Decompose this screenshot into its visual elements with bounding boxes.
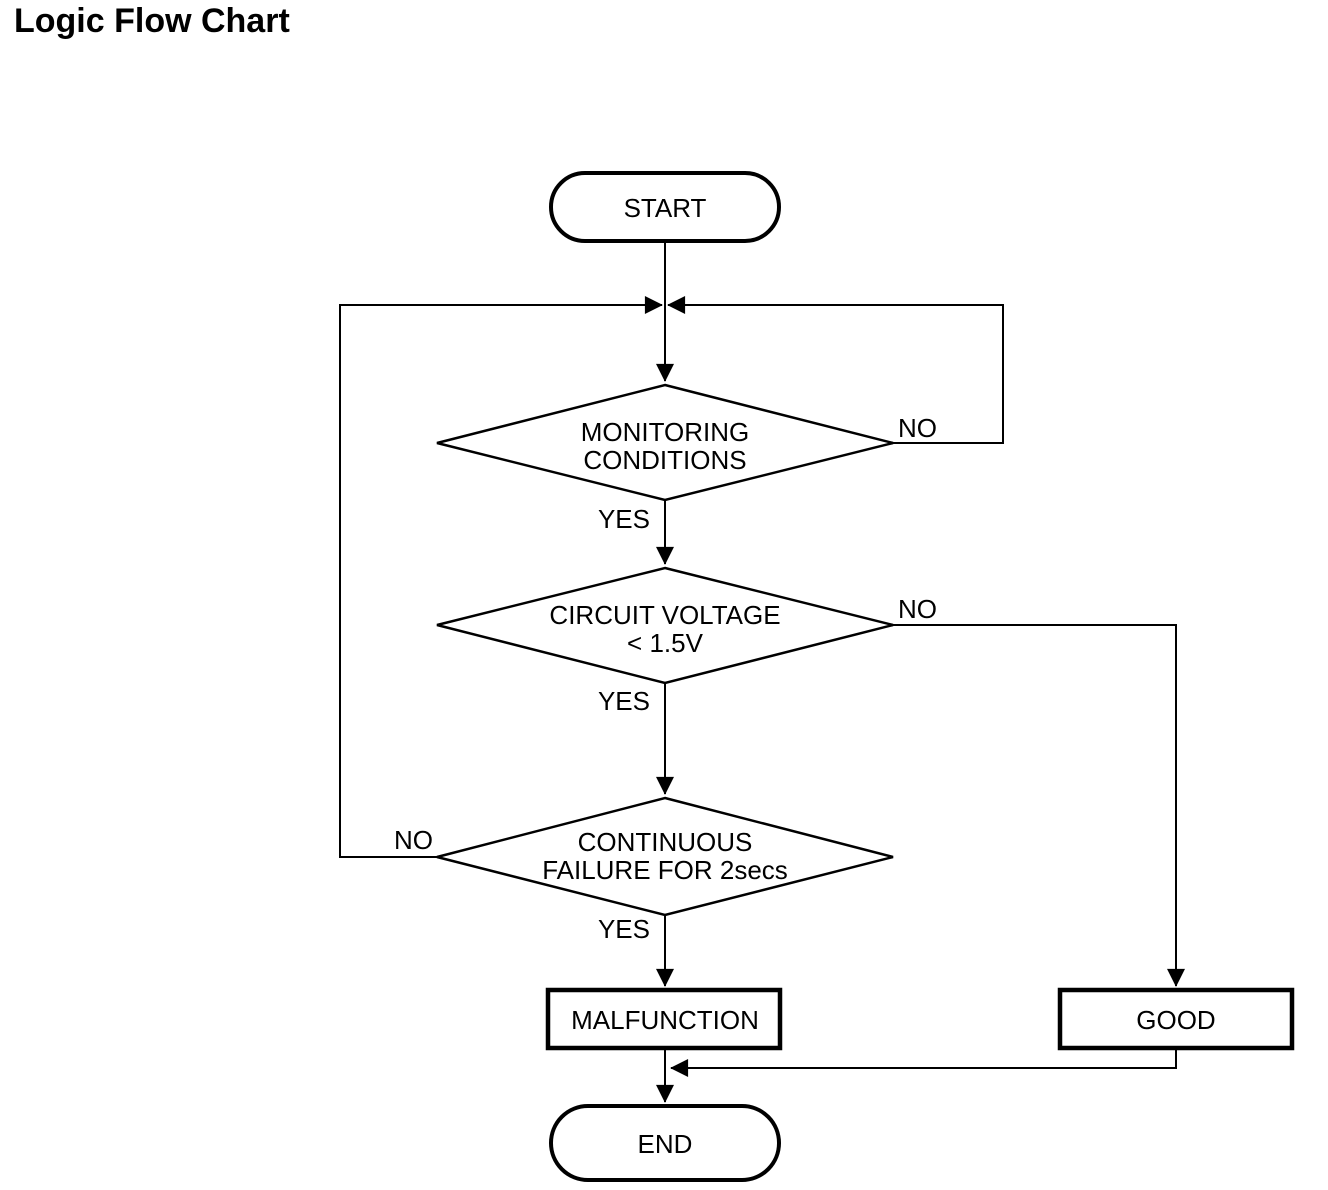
voltage-label-line1: CIRCUIT VOLTAGE	[549, 600, 780, 630]
good-process-shape	[1057, 987, 1295, 1051]
monitoring-label-line2: CONDITIONS	[583, 445, 746, 475]
start-terminator-shape	[549, 171, 781, 243]
good-label: GOOD	[1136, 1005, 1215, 1035]
voltage-label-line2: < 1.5V	[627, 628, 704, 658]
node-start: START	[549, 171, 781, 243]
edge-voltage-no	[893, 624, 1185, 987]
node-end: END	[549, 1104, 781, 1182]
node-malfunction: MALFUNCTION	[545, 987, 783, 1051]
malfunction-process-shape	[545, 987, 783, 1051]
edge-good-to-end	[670, 1048, 1177, 1077]
node-circuit-voltage: CIRCUIT VOLTAGE < 1.5V	[436, 566, 894, 685]
node-good: GOOD	[1057, 987, 1295, 1051]
node-monitoring-conditions: MONITORING CONDITIONS	[436, 383, 894, 502]
malfunction-label: MALFUNCTION	[571, 1005, 759, 1035]
failure-no-label: NO	[394, 825, 433, 855]
node-continuous-failure: CONTINUOUS FAILURE FOR 2secs	[436, 796, 894, 917]
monitoring-label-line1: MONITORING	[581, 417, 750, 447]
monitoring-yes-label: YES	[598, 504, 650, 534]
monitoring-decision-shape	[436, 383, 894, 502]
start-label: START	[624, 193, 707, 223]
end-label: END	[638, 1129, 693, 1159]
connectors	[339, 241, 1185, 1103]
failure-label-line1: CONTINUOUS	[578, 827, 753, 857]
monitoring-no-label: NO	[898, 413, 937, 443]
voltage-decision-shape	[436, 566, 894, 685]
edge-labels: NO YES NO YES NO YES	[394, 413, 937, 944]
edge-monitoring-no-loop	[667, 296, 1004, 444]
edge-failure-no-loop	[339, 296, 663, 858]
page-title: Logic Flow Chart	[14, 2, 290, 40]
failure-label-line2: FAILURE FOR 2secs	[542, 855, 788, 885]
voltage-yes-label: YES	[598, 686, 650, 716]
failure-yes-label: YES	[598, 914, 650, 944]
voltage-no-label: NO	[898, 594, 937, 624]
failure-decision-shape	[436, 796, 894, 917]
end-terminator-shape	[549, 1104, 781, 1182]
